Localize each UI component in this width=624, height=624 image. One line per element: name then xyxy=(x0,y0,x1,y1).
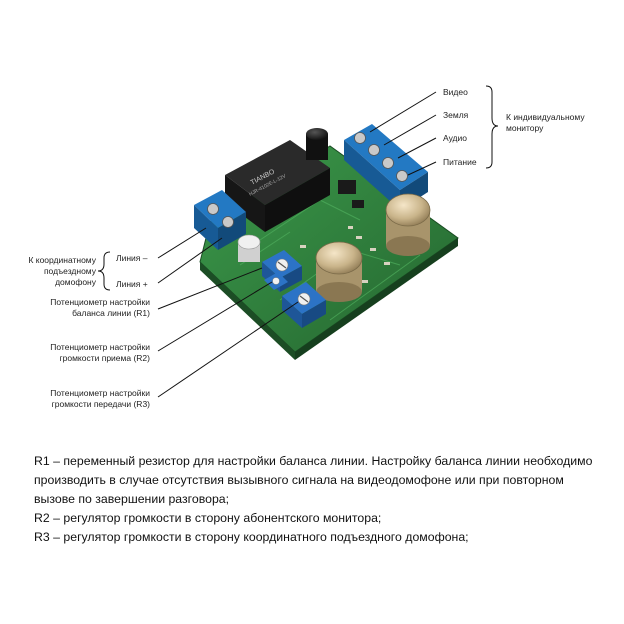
board-diagram: TIANBO HJR-4102E-L-12V xyxy=(28,85,585,409)
coord-bracket xyxy=(97,251,111,291)
label-coord-2: подъездному xyxy=(44,266,97,276)
label-r2-2: громкости приема (R2) xyxy=(60,353,151,363)
description: R1 – переменный резистор для настройки б… xyxy=(34,452,604,547)
label-power: Питание xyxy=(443,157,477,167)
label-r1-2: баланса линии (R1) xyxy=(72,308,150,318)
description-r2: R2 – регулятор громкости в сторону абоне… xyxy=(34,511,382,525)
terminal-block-line xyxy=(194,190,246,250)
label-line-minus: Линия – xyxy=(116,253,148,263)
small-capacitor xyxy=(306,128,328,160)
potentiometer-r3 xyxy=(264,272,288,290)
description-r3: R3 – регулятор громкости в сторону коорд… xyxy=(34,530,469,544)
monitor-bracket xyxy=(485,85,499,169)
capacitor-right xyxy=(385,193,431,256)
description-r1: R1 – переменный резистор для настройки б… xyxy=(34,454,593,506)
label-r3-2: громкости передачи (R3) xyxy=(52,399,151,409)
label-line-plus: Линия + xyxy=(116,279,148,289)
label-ground: Земля xyxy=(443,110,469,120)
leader-lines xyxy=(157,91,437,398)
label-audio: Аудио xyxy=(443,133,467,143)
label-coord-3: домофону xyxy=(55,277,97,287)
label-video: Видео xyxy=(443,87,468,97)
relay: TIANBO HJR-4102E-L-12V xyxy=(225,140,330,232)
label-r1-1: Потенциометр настройки xyxy=(50,297,150,307)
capacitor-center xyxy=(315,241,363,302)
label-coord-1: К координатному xyxy=(28,255,96,265)
label-monitor-2: монитору xyxy=(506,123,544,133)
label-monitor-1: К индивидуальному xyxy=(506,112,585,122)
potentiometer-r2 xyxy=(282,282,326,328)
label-r3-1: Потенциометр настройки xyxy=(50,388,150,398)
label-r2-1: Потенциометр настройки xyxy=(50,342,150,352)
white-capacitor xyxy=(237,234,261,262)
